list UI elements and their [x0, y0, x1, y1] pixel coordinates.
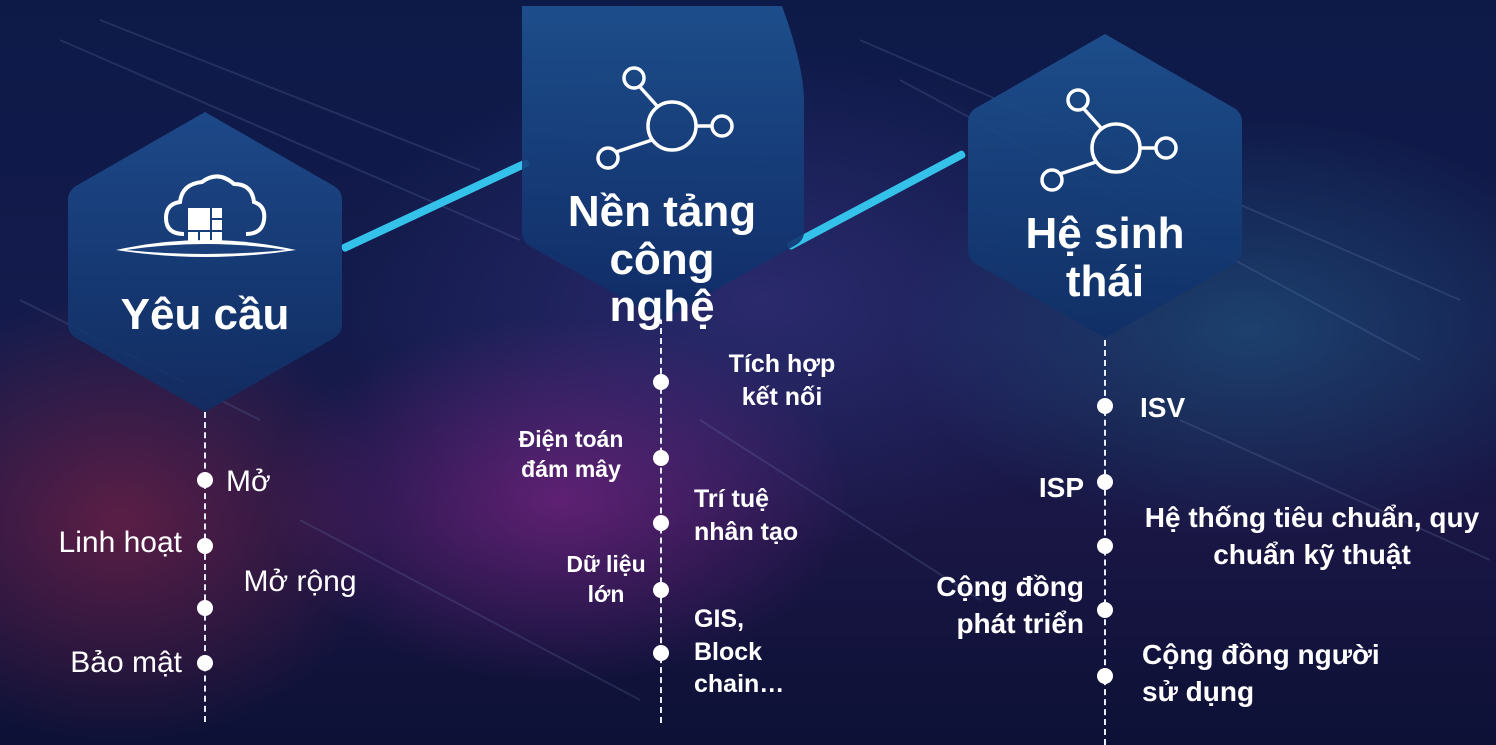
- item-cong-dong-nguoi-su-dung: Cộng đồng người sử dụng: [1142, 639, 1380, 708]
- hex-title-yeu-cau: Yêu cầu: [120, 290, 290, 339]
- timeline-dot: [653, 374, 669, 390]
- item-gis-block-chain: GIS, Block chain…: [694, 605, 785, 698]
- timeline-dot: [197, 538, 213, 554]
- timeline-dot: [197, 655, 213, 671]
- timeline-dot: [197, 472, 213, 488]
- item-mo: Mở: [226, 465, 271, 498]
- cloud-platform-icon: [116, 174, 296, 257]
- item-mo-rong: Mở rộng: [243, 565, 357, 598]
- item-he-thong-tieu-chuan: Hệ thống tiêu chuẩn, quy chuẩn kỹ thuật: [1144, 502, 1480, 571]
- timeline-1: [204, 412, 206, 722]
- item-linh-hoat: Linh hoạt: [58, 526, 182, 559]
- item-isp: ISP: [1038, 472, 1084, 503]
- timeline-dot: [1097, 602, 1113, 618]
- network-nodes-icon: [1040, 88, 1178, 192]
- item-du-lieu-lon: Dữ liệu lớn: [566, 551, 646, 607]
- item-tri-tue-nhan-tao: Trí tuệ nhân tạo: [694, 485, 799, 546]
- item-isv: ISV: [1140, 392, 1186, 423]
- hex-title-nen-tang: Nền tảng công nghệ: [567, 187, 757, 332]
- timeline-dot: [653, 450, 669, 466]
- timeline-dot: [1097, 398, 1113, 414]
- timeline-dot: [653, 645, 669, 661]
- connector-2-3: [786, 149, 967, 251]
- item-bao-mat: Bảo mật: [70, 646, 182, 679]
- item-cong-dong-phat-trien: Cộng đồng phát triển: [936, 571, 1084, 640]
- connector-1-2: [340, 158, 531, 253]
- item-tich-hop-ket-noi: Tích hợp kết nối: [728, 350, 836, 411]
- network-nodes-icon: [596, 66, 734, 170]
- hex-he-sinh-thai: Hệ sinh thái: [964, 30, 1246, 342]
- item-dien-toan-dam-may: Điện toán đám mây: [518, 426, 624, 482]
- timeline-dot: [1097, 474, 1113, 490]
- timeline-dot: [1097, 668, 1113, 684]
- timeline-dot: [653, 582, 669, 598]
- hex-yeu-cau: Yêu cầu: [64, 108, 346, 416]
- timeline-dot: [197, 600, 213, 616]
- timeline-dot: [653, 515, 669, 531]
- hex-title-he-sinh-thai: Hệ sinh thái: [1025, 209, 1185, 306]
- hex-nen-tang: Nền tảng công nghệ: [520, 6, 804, 330]
- timeline-dot: [1097, 538, 1113, 554]
